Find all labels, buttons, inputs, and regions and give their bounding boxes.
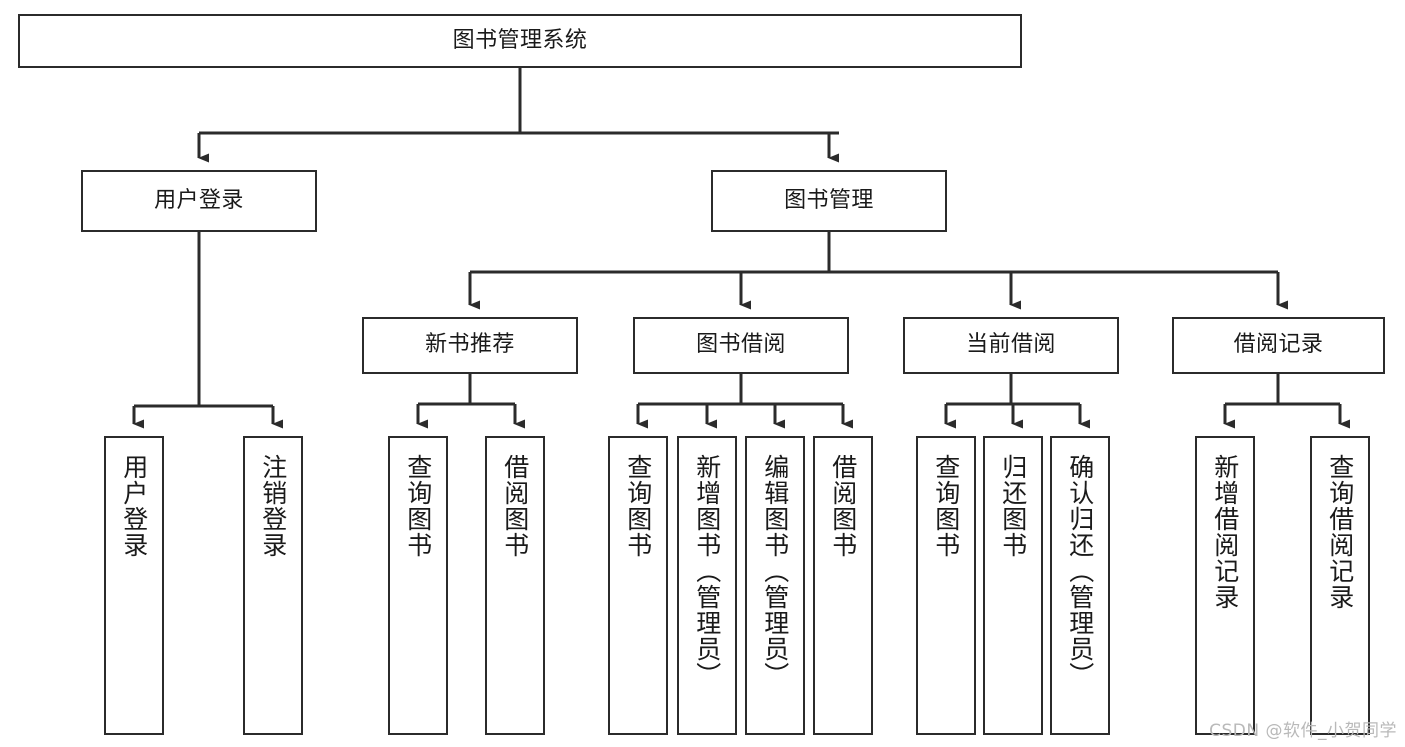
node-label: 借阅图书: [500, 454, 530, 558]
node-label: 借阅记录: [1233, 332, 1324, 358]
node-label: 新增借阅记录: [1210, 454, 1240, 610]
node-book-borrowing[interactable]: 图书借阅: [633, 317, 849, 374]
node-leaf-return-book[interactable]: 归还图书: [983, 436, 1043, 735]
node-leaf-add-borrow-record[interactable]: 新增借阅记录: [1195, 436, 1255, 735]
node-leaf-borrow-book[interactable]: 借阅图书: [813, 436, 873, 735]
node-leaf-query-book-current[interactable]: 查询图书: [916, 436, 976, 735]
node-label: 编辑图书（管理员）: [760, 454, 790, 688]
watermark: CSDN @软件_小贺同学: [1209, 721, 1397, 741]
node-new-book-recommendation[interactable]: 新书推荐: [362, 317, 578, 374]
node-leaf-borrow-book-recommendation[interactable]: 借阅图书: [485, 436, 545, 735]
node-label: 图书管理: [784, 187, 874, 213]
node-leaf-edit-book-admin[interactable]: 编辑图书（管理员）: [745, 436, 805, 735]
node-leaf-user-login[interactable]: 用户登录: [104, 436, 164, 735]
node-label: 归还图书: [998, 454, 1028, 558]
node-leaf-logout[interactable]: 注销登录: [243, 436, 303, 735]
node-label: 查询图书: [931, 454, 961, 558]
node-label: 确认归还（管理员）: [1065, 454, 1095, 688]
node-book-management-system[interactable]: 图书管理系统: [18, 14, 1022, 68]
node-label: 注销登录: [258, 454, 288, 558]
node-book-management[interactable]: 图书管理: [711, 170, 947, 232]
node-label: 图书借阅: [696, 332, 786, 358]
node-leaf-query-book-recommendation[interactable]: 查询图书: [388, 436, 448, 735]
node-label: 查询图书: [623, 454, 653, 558]
node-leaf-add-book-admin[interactable]: 新增图书（管理员）: [677, 436, 737, 735]
node-label: 新书推荐: [425, 332, 515, 358]
node-leaf-query-borrow-record[interactable]: 查询借阅记录: [1310, 436, 1370, 735]
node-label: 借阅图书: [828, 454, 858, 558]
node-user-login[interactable]: 用户登录: [81, 170, 317, 232]
node-leaf-query-book-borrowing[interactable]: 查询图书: [608, 436, 668, 735]
node-label: 用户登录: [154, 187, 244, 213]
node-label: 查询借阅记录: [1325, 454, 1355, 610]
node-borrowing-record[interactable]: 借阅记录: [1172, 317, 1385, 374]
node-current-borrowing[interactable]: 当前借阅: [903, 317, 1119, 374]
node-label: 图书管理系统: [452, 27, 588, 53]
node-leaf-confirm-return-admin[interactable]: 确认归还（管理员）: [1050, 436, 1110, 735]
node-label: 用户登录: [119, 454, 149, 558]
node-label: 新增图书（管理员）: [692, 454, 722, 688]
node-label: 当前借阅: [966, 332, 1056, 358]
node-label: 查询图书: [403, 454, 433, 558]
